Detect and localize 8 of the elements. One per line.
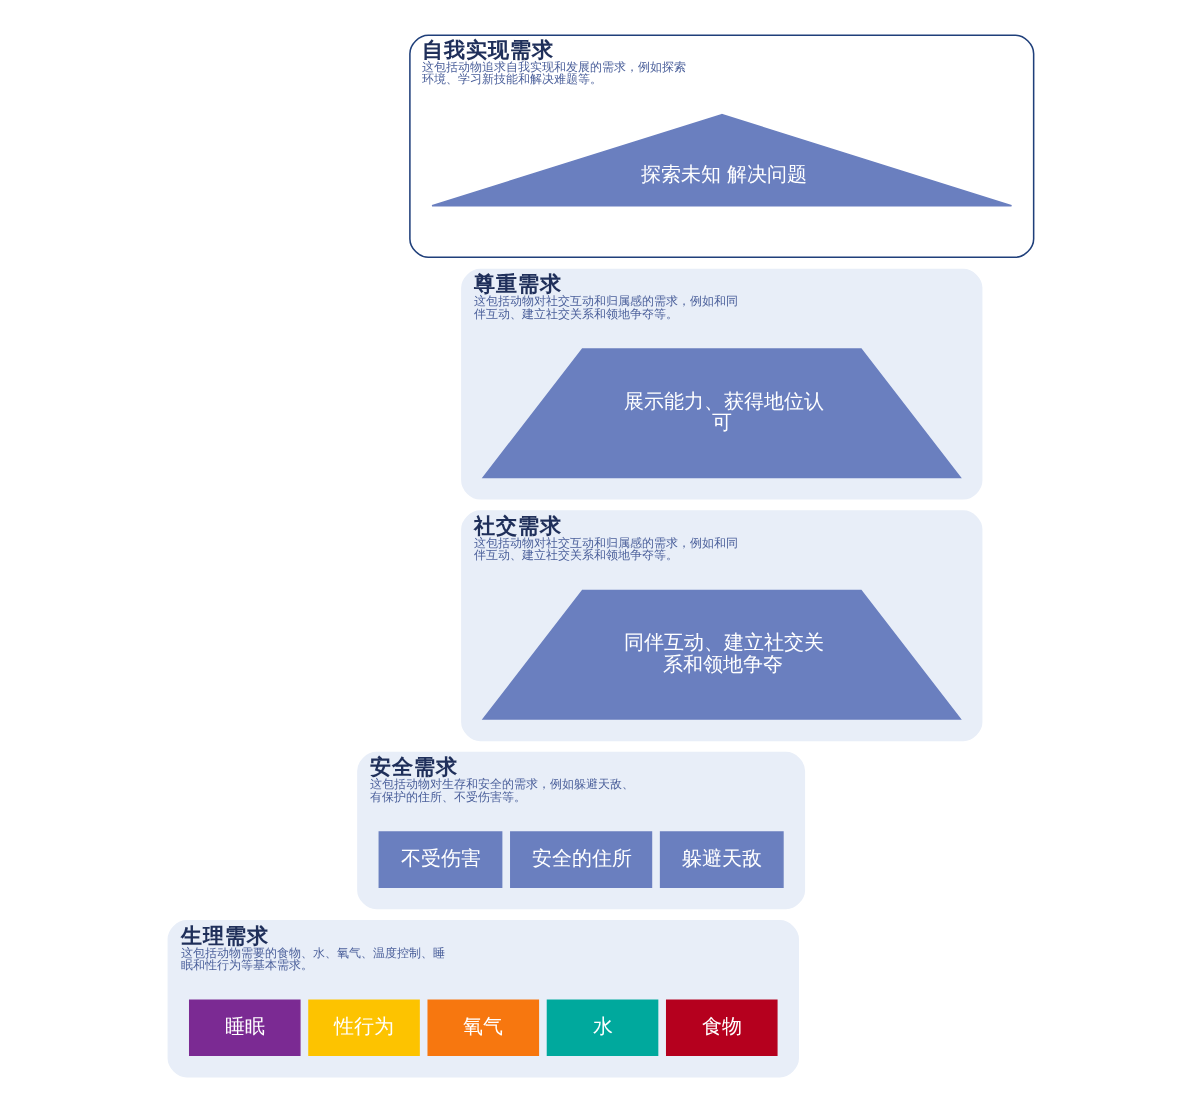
node-box: 安全的住所 bbox=[509, 831, 652, 888]
node-box: 食物 bbox=[664, 999, 777, 1057]
node-box: 睡眠 bbox=[188, 999, 300, 1057]
node-box: 水 bbox=[545, 999, 658, 1057]
node-box: 氧气 bbox=[426, 999, 539, 1057]
node-box: 躲避天敌 bbox=[658, 831, 783, 888]
node-box: 性行为 bbox=[307, 999, 419, 1057]
node-box: 不受伤害 bbox=[377, 831, 502, 888]
